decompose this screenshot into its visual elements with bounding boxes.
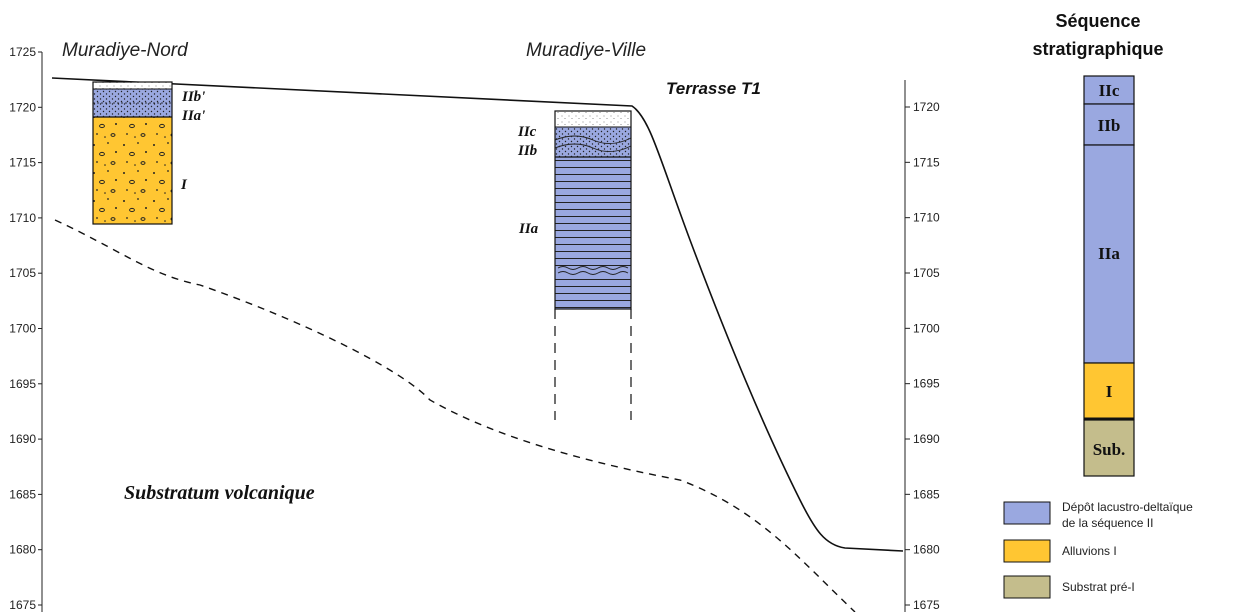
right-tick-label: 1720 bbox=[913, 100, 940, 114]
left-tick-label: 1700 bbox=[9, 322, 36, 336]
legend-label-lacustrine-2: de la séquence II bbox=[1062, 516, 1153, 530]
sequence-title-line1: Séquence bbox=[1055, 11, 1140, 31]
right-tick-label: 1710 bbox=[913, 211, 940, 225]
terrace-label: Terrasse T1 bbox=[666, 79, 761, 98]
column-nord bbox=[92, 81, 173, 225]
left-tick-label: 1695 bbox=[9, 377, 36, 391]
ville-top-layer bbox=[555, 111, 631, 127]
sequence-label-iia: IIa bbox=[1098, 244, 1120, 263]
column-ville bbox=[554, 110, 632, 420]
nord-top-layer bbox=[93, 82, 172, 89]
legend-swatch-substrate bbox=[1003, 575, 1051, 599]
right-tick-label: 1685 bbox=[913, 487, 940, 501]
right-tick-label: 1705 bbox=[913, 266, 940, 280]
legend-label-alluvium: Alluvions I bbox=[1062, 544, 1117, 558]
left-tick-label: 1720 bbox=[9, 100, 36, 114]
right-tick-label: 1700 bbox=[913, 321, 940, 335]
label-iib-prime: IIb' bbox=[181, 89, 205, 105]
right-tick-label: 1675 bbox=[913, 598, 940, 612]
sequence-unit-iia bbox=[1083, 144, 1135, 364]
left-tick-label: 1675 bbox=[9, 598, 36, 612]
ville-unit-iia bbox=[555, 157, 631, 309]
label-iic: IIc bbox=[517, 124, 537, 140]
right-tick-label: 1695 bbox=[913, 377, 940, 391]
sequence-label-i: I bbox=[1106, 382, 1113, 401]
site-title-nord: Muradiye-Nord bbox=[62, 40, 189, 61]
nord-unit-i bbox=[93, 117, 172, 224]
label-i: I bbox=[180, 177, 188, 193]
left-tick-label: 1715 bbox=[9, 156, 36, 170]
right-axis: 1720 1715 1710 1705 1700 1695 1690 1685 1680 1675 bbox=[904, 80, 940, 612]
sequence-unit-i bbox=[1083, 362, 1135, 420]
ville-wavy-lines bbox=[557, 266, 629, 275]
legend-swatch-alluvium bbox=[1003, 539, 1051, 563]
sequence-label-sub: Sub. bbox=[1093, 440, 1126, 459]
topographic-profile bbox=[51, 77, 904, 552]
ville-wavy-band bbox=[555, 266, 631, 276]
sequence-label-iic: IIc bbox=[1099, 81, 1120, 100]
label-iia-prime: IIa' bbox=[181, 108, 205, 124]
legend-label-substrate: Substrat pré-I bbox=[1062, 580, 1135, 594]
legend: Dépôt lacustro-deltaïque de la séquence … bbox=[1003, 500, 1193, 599]
left-tick-label: 1685 bbox=[9, 487, 36, 501]
sequence-unit-iic bbox=[1083, 75, 1135, 105]
ville-crossbeds bbox=[554, 135, 632, 152]
substratum-label: Substratum volcanique bbox=[124, 482, 315, 504]
left-axis: 1725 1720 1715 1710 1705 1700 1695 1690 1685 1680… bbox=[9, 45, 43, 612]
right-tick-label: 1680 bbox=[913, 543, 940, 557]
nord-unit-iib bbox=[93, 89, 172, 117]
label-iib: IIb bbox=[517, 143, 538, 159]
sequence-unit-sub bbox=[1083, 419, 1135, 477]
left-tick-label: 1690 bbox=[9, 432, 36, 446]
sequence-column bbox=[1083, 75, 1135, 477]
substratum-boundary bbox=[54, 219, 856, 612]
left-tick-label: 1705 bbox=[9, 266, 36, 280]
sequence-title-line2: stratigraphique bbox=[1032, 39, 1163, 59]
label-iia: IIa bbox=[518, 221, 539, 237]
ville-column-outline bbox=[554, 110, 632, 310]
ville-unit-iib bbox=[555, 127, 631, 157]
right-tick-label: 1690 bbox=[913, 432, 940, 446]
sequence-unit-iib bbox=[1083, 103, 1135, 146]
nord-column-outline bbox=[92, 81, 173, 225]
legend-swatch-lacustrine bbox=[1003, 501, 1051, 525]
sequence-label-iib: IIb bbox=[1098, 116, 1121, 135]
legend-label-lacustrine-1: Dépôt lacustro-deltaïque bbox=[1062, 500, 1193, 514]
left-tick-label: 1680 bbox=[9, 543, 36, 557]
left-tick-label: 1725 bbox=[9, 45, 36, 59]
left-tick-label: 1710 bbox=[9, 211, 36, 225]
right-tick-label: 1715 bbox=[913, 155, 940, 169]
site-title-ville: Muradiye-Ville bbox=[526, 40, 646, 61]
